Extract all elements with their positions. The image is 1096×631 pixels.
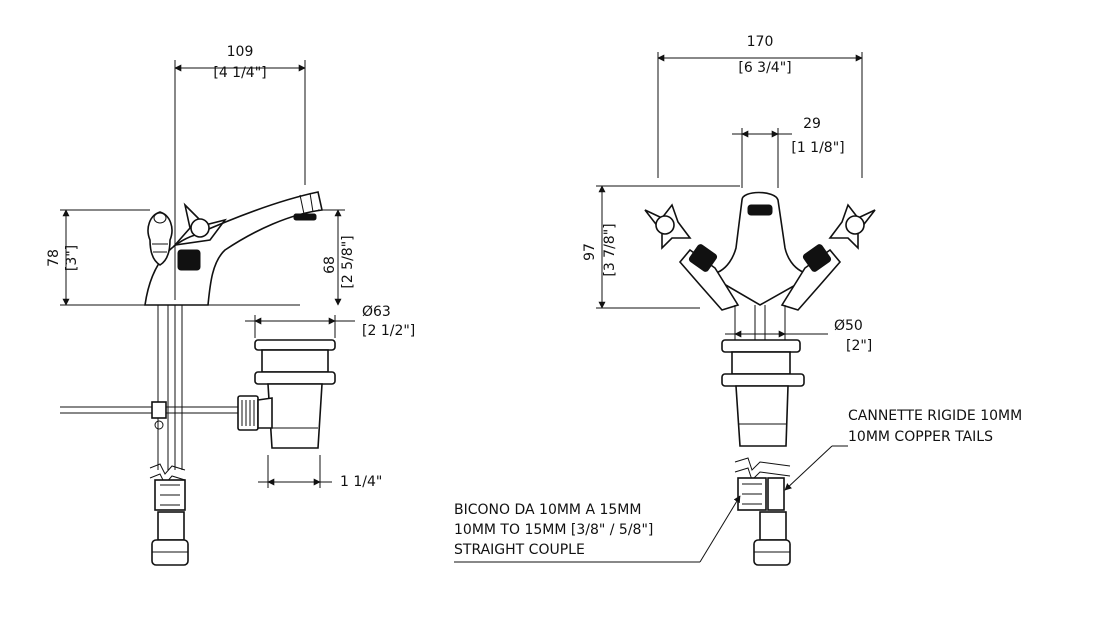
front-waste-diameter-dimension: Ø50 [2"] bbox=[725, 318, 872, 354]
front-height-mm: 97 bbox=[582, 243, 598, 261]
side-tails bbox=[151, 479, 189, 566]
side-view: 109 [4 1/4"] 78 [3"] 68 [2 5/8"] Ø63 [2 … bbox=[46, 44, 415, 566]
spout-height-mm: 68 bbox=[322, 256, 338, 274]
side-waste bbox=[237, 339, 336, 449]
side-waste-diameter-dimension: Ø63 [2 1/2"] bbox=[245, 304, 415, 339]
couple-note: BICONO DA 10MM A 15MM 10MM TO 15MM [3/8"… bbox=[454, 495, 741, 563]
front-width-dimension: 170 [6 3/4"] bbox=[657, 34, 863, 178]
couple-note-line-3: STRAIGHT COUPLE bbox=[454, 542, 585, 558]
tails-note: CANNETTE RIGIDE 10MM 10MM COPPER TAILS bbox=[784, 408, 1022, 491]
spout-height-in: [2 5/8"] bbox=[340, 235, 356, 288]
side-cross-handle bbox=[172, 202, 227, 271]
side-width-mm: 109 bbox=[227, 44, 254, 60]
front-left-handle bbox=[644, 203, 740, 311]
spout-width-in: [1 1/8"] bbox=[791, 140, 844, 156]
side-tap-body bbox=[144, 191, 323, 306]
side-width-in: [4 1/4"] bbox=[213, 65, 266, 81]
front-width-mm: 170 bbox=[747, 34, 774, 50]
front-right-handle bbox=[780, 203, 876, 311]
popup-knob bbox=[147, 211, 173, 266]
spout-height-dimension: 68 [2 5/8"] bbox=[318, 209, 356, 306]
front-width-in: [6 3/4"] bbox=[738, 60, 791, 76]
front-tails bbox=[737, 477, 791, 566]
front-height-in: [3 7/8"] bbox=[602, 223, 618, 276]
aerator bbox=[293, 213, 317, 221]
tails-note-line-1: CANNETTE RIGIDE 10MM bbox=[848, 408, 1022, 424]
side-waste-diameter-mm: Ø63 bbox=[362, 304, 391, 320]
side-waste-diameter-in: [2 1/2"] bbox=[362, 323, 415, 339]
waste-thread-label: 1 1/4" bbox=[340, 474, 382, 490]
spout-width-mm: 29 bbox=[803, 116, 821, 132]
front-height-dimension: 97 [3 7/8"] bbox=[582, 185, 740, 309]
couple-note-line-1: BICONO DA 10MM A 15MM bbox=[454, 502, 641, 518]
side-height-dimension: 78 [3"] bbox=[46, 209, 150, 306]
front-waste bbox=[721, 339, 805, 447]
couple-note-line-2: 10MM TO 15MM [3/8" / 5/8"] bbox=[454, 522, 653, 538]
spout-width-dimension: 29 [1 1/8"] bbox=[732, 116, 845, 188]
front-view: 170 [6 3/4"] 29 [1 1/8"] 97 [3 7/8"] Ø50… bbox=[582, 34, 876, 566]
tails-note-line-2: 10MM COPPER TAILS bbox=[848, 429, 993, 445]
front-waste-diameter-mm: Ø50 bbox=[834, 318, 863, 334]
side-width-dimension: 109 [4 1/4"] bbox=[174, 44, 306, 300]
side-height-mm: 78 bbox=[46, 249, 62, 267]
side-height-in: [3"] bbox=[64, 245, 80, 271]
waste-thread-dimension: 1 1/4" bbox=[258, 455, 382, 490]
front-waste-diameter-in: [2"] bbox=[846, 338, 872, 354]
